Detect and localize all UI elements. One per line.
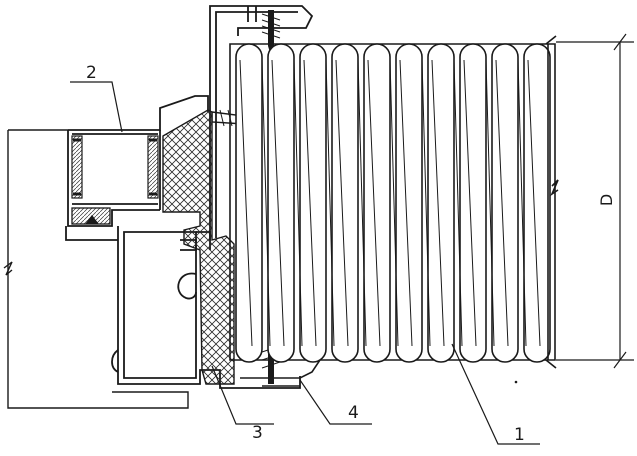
frame-detail	[71, 207, 111, 225]
thermal-break-right	[147, 135, 159, 199]
wall-outline	[3, 129, 189, 409]
callout-3: 3	[252, 423, 263, 443]
frame-profile	[65, 95, 209, 241]
dot-mark	[514, 380, 518, 384]
callout-2: 2	[86, 63, 97, 83]
thermal-break-left	[71, 135, 83, 199]
bellows-inner-lines	[239, 59, 541, 347]
leader-lines	[70, 81, 540, 445]
seal-filler	[162, 109, 235, 385]
dimension-d	[556, 33, 634, 369]
dimension-d-label: D	[597, 194, 616, 206]
callout-4: 4	[348, 403, 359, 423]
callout-1: 1	[514, 425, 525, 445]
bellows-end-cap	[547, 44, 559, 360]
